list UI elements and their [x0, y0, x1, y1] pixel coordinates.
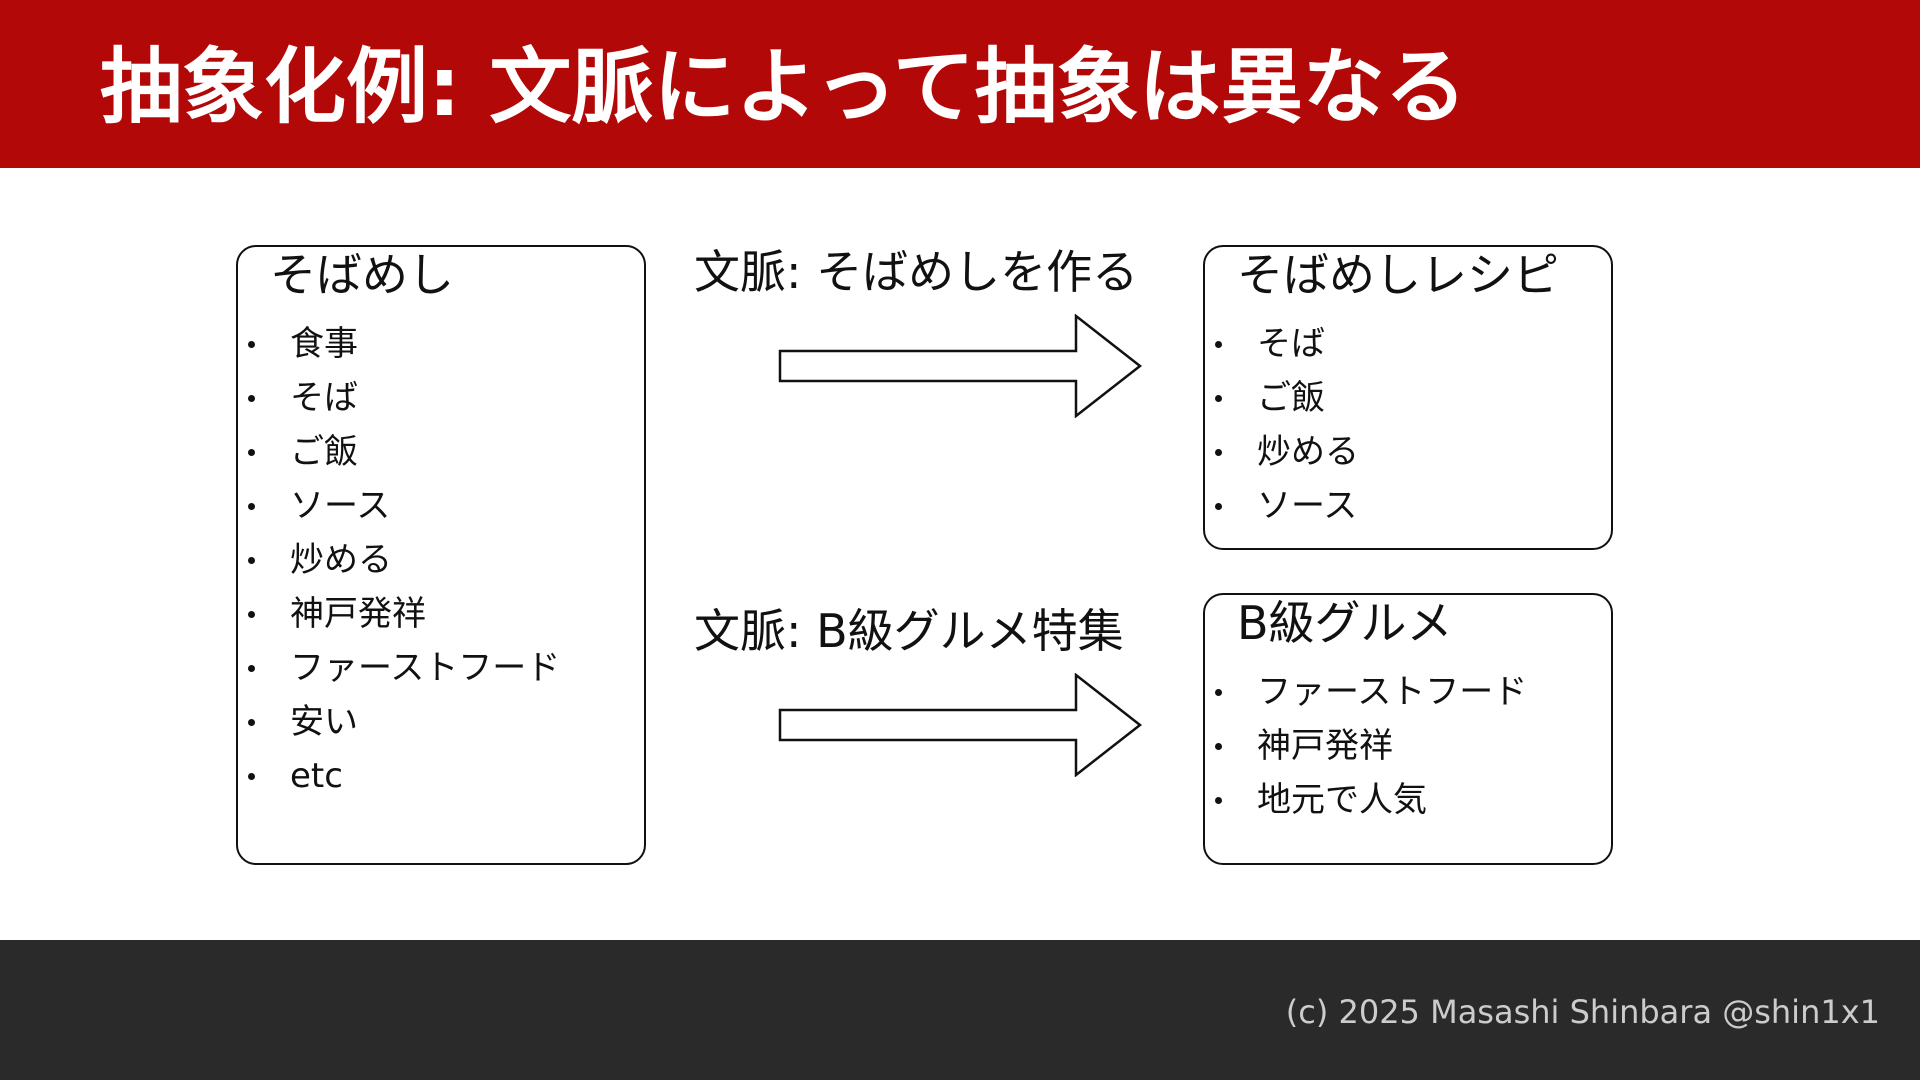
list-item-label: ご飯 [1257, 378, 1325, 418]
bullet-icon [1215, 503, 1222, 510]
slide-title: 抽象化例: 文脈によって抽象は異なる [100, 40, 1467, 135]
list-item-label: 炒める [290, 540, 392, 580]
list-item-label: 神戸発祥 [1257, 726, 1393, 766]
bullet-icon [248, 557, 255, 564]
context-label-b-grade: 文脈: B級グルメ特集 [694, 604, 1124, 658]
footer-bar: (c) 2025 Masashi Shinbara @shin1x1 [0, 940, 1920, 1080]
list-item-label: ソース [290, 486, 391, 526]
bullet-icon [1215, 449, 1222, 456]
source-concept-box: そばめし 食事そばご飯ソース炒める神戸発祥ファーストフード安い etc [236, 245, 646, 865]
list-item-label: 安い [290, 702, 358, 742]
result-box-b-grade: B級グルメ ファーストフード神戸発祥地元で人気 [1203, 593, 1613, 865]
bullet-icon [1215, 341, 1222, 348]
bullet-icon [1215, 797, 1222, 804]
context-label-recipe: 文脈: そばめしを作る [694, 245, 1139, 299]
bullet-icon [248, 665, 255, 672]
title-bar: 抽象化例: 文脈によって抽象は異なる [0, 0, 1920, 168]
bullet-icon [1215, 689, 1222, 696]
list-item-label: 神戸発祥 [290, 594, 426, 634]
list-item-label: 食事 [290, 324, 358, 364]
list-item-label: ファーストフード [290, 648, 561, 688]
footer-copyright: (c) 2025 Masashi Shinbara @shin1x1 [1285, 993, 1880, 1031]
bullet-icon [248, 719, 255, 726]
bullet-icon [248, 611, 255, 618]
bullet-icon [248, 341, 255, 348]
bullet-icon [248, 395, 255, 402]
list-item-label: ソース [1257, 486, 1358, 526]
bullet-icon [248, 503, 255, 510]
right-arrow-icon [778, 314, 1143, 418]
list-item-label: ファーストフード [1257, 672, 1528, 712]
list-item-label: etc [290, 756, 343, 796]
result-box-recipe: そばめしレシピ そばご飯炒めるソース [1203, 245, 1613, 550]
bullet-icon [1215, 743, 1222, 750]
list-item-label: 炒める [1257, 432, 1359, 472]
list-item-label: 地元で人気 [1257, 780, 1427, 820]
right-arrow-icon [778, 673, 1143, 777]
bullet-icon [1215, 395, 1222, 402]
result-heading-recipe: そばめしレシピ [1237, 248, 1559, 302]
source-concept-heading: そばめし [270, 248, 454, 302]
bullet-icon [248, 773, 255, 780]
list-item-label: そば [1257, 324, 1325, 364]
list-item-label: ご飯 [290, 432, 358, 472]
list-item-label: そば [290, 378, 358, 418]
bullet-icon [248, 449, 255, 456]
result-heading-b-grade: B級グルメ [1237, 596, 1453, 650]
